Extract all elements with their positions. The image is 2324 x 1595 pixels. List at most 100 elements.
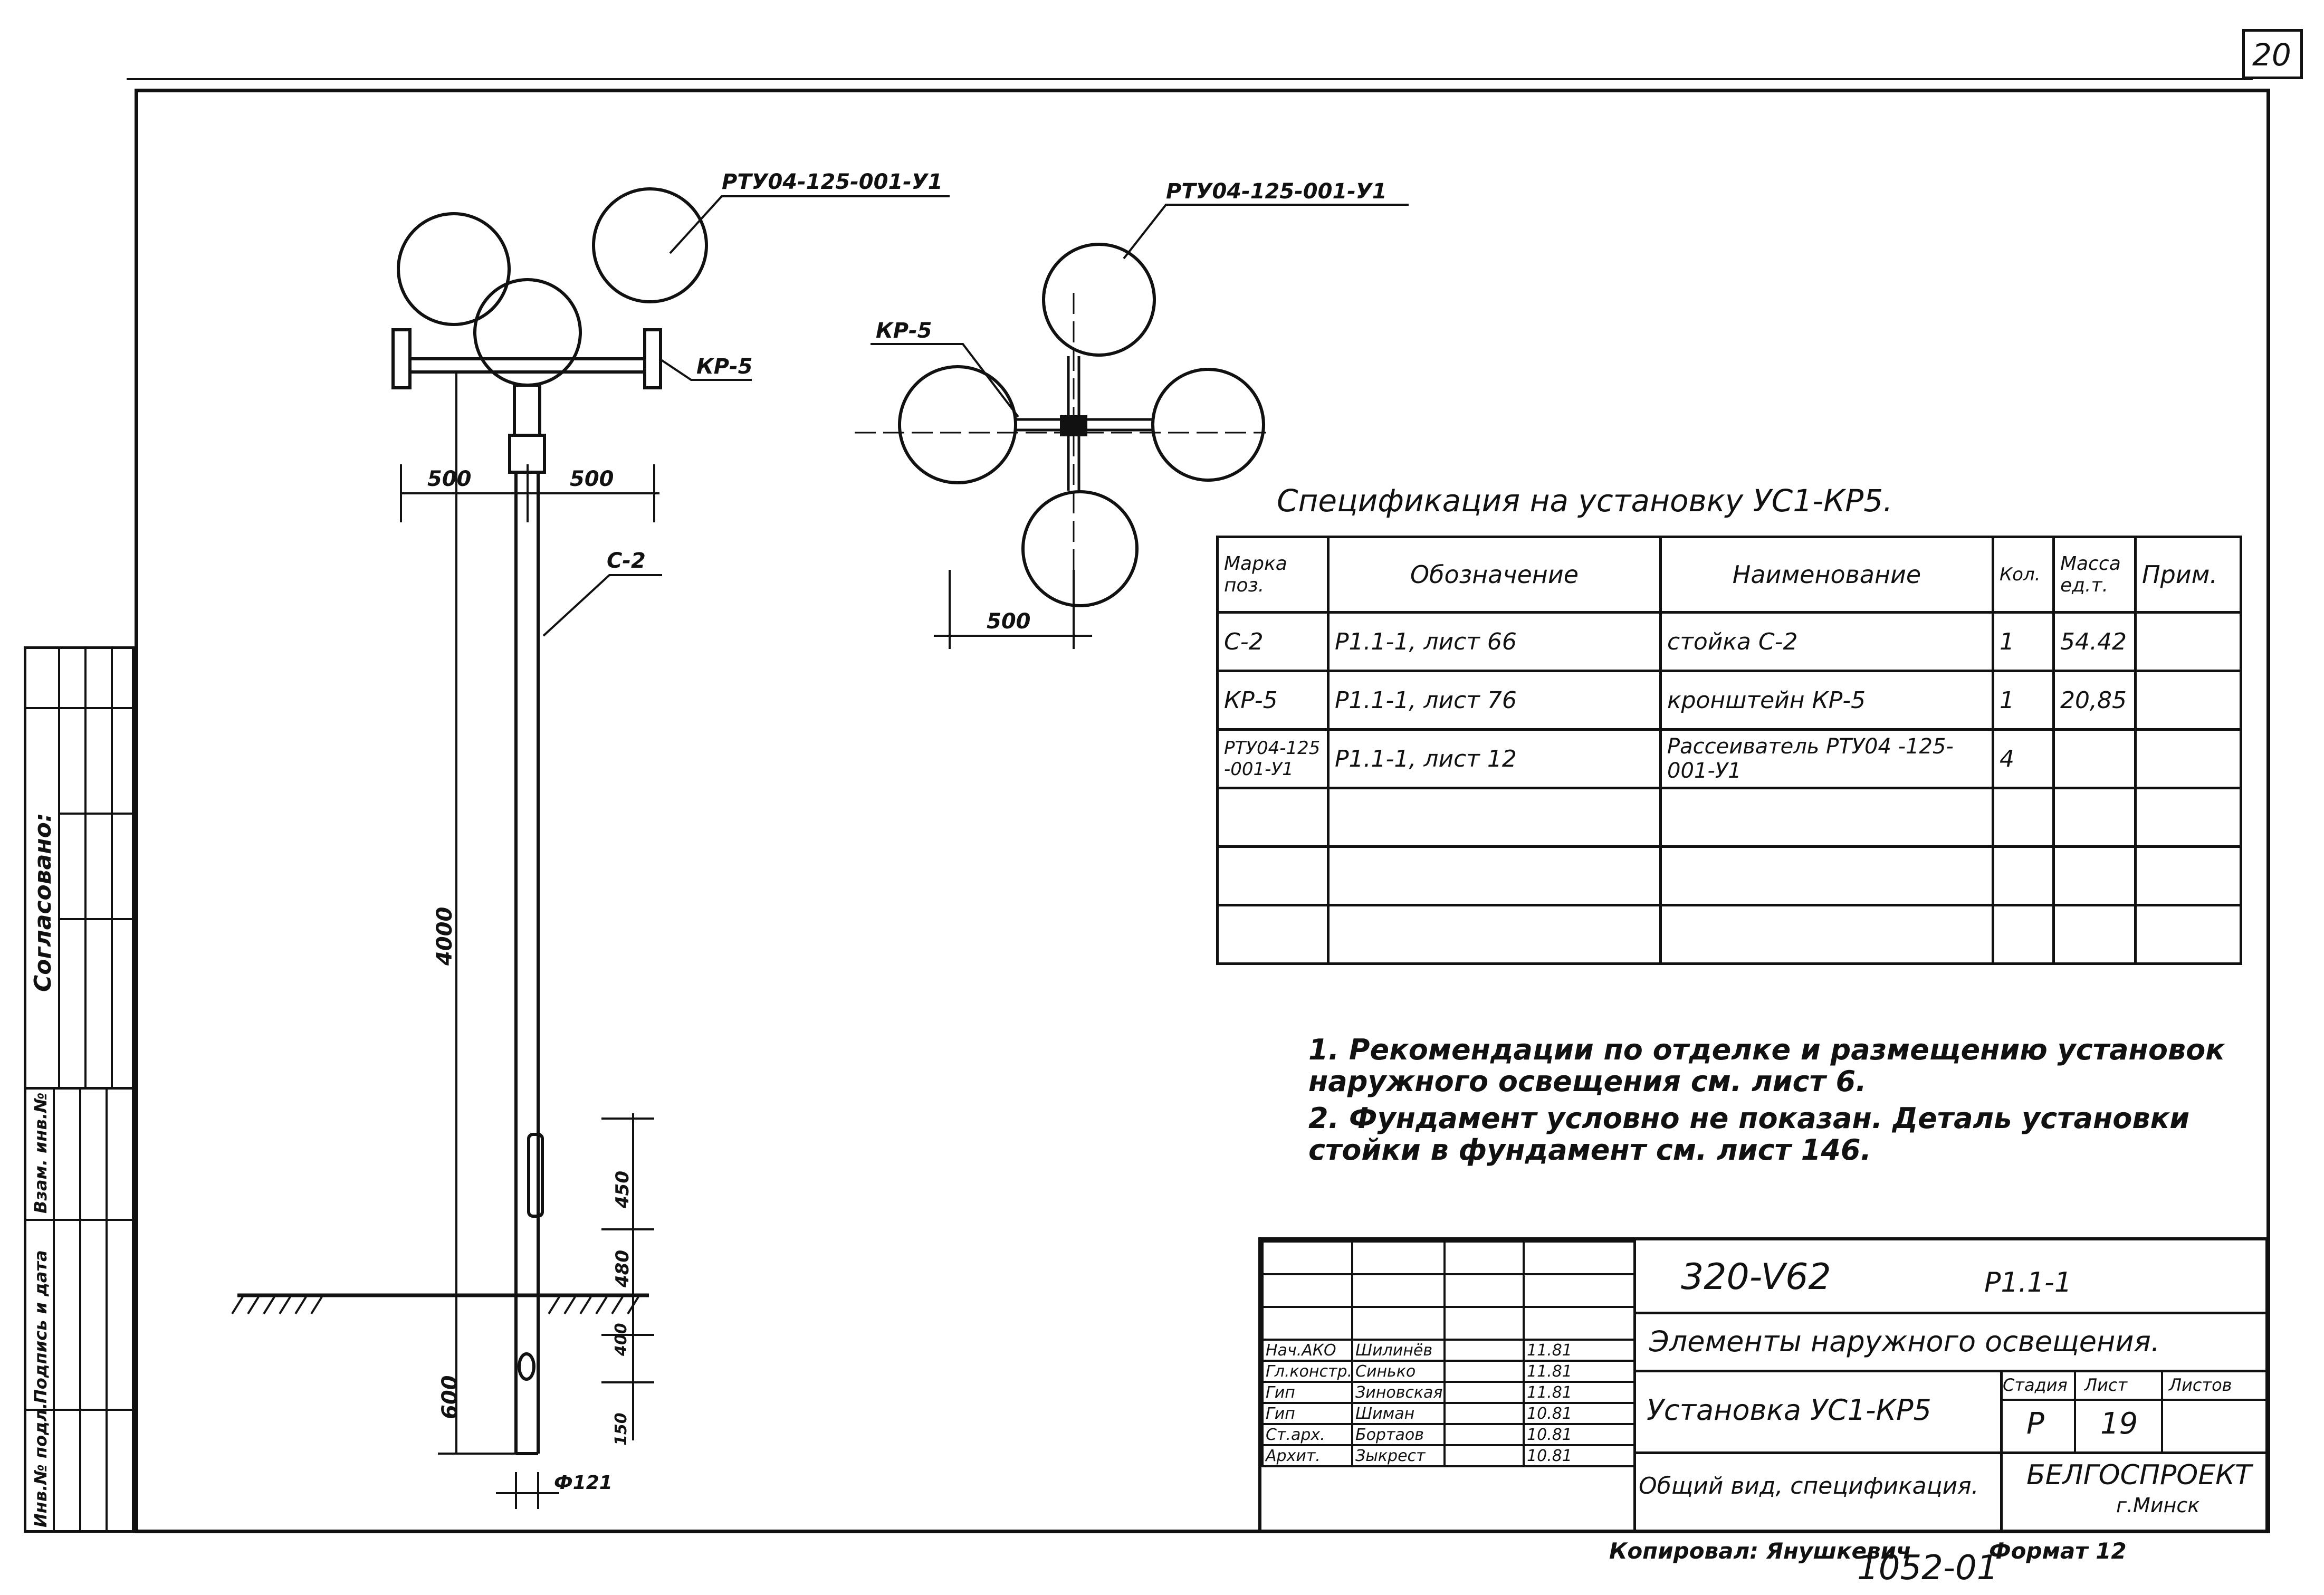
table-row: Гип Зиновская 11.81 xyxy=(1261,1381,1636,1404)
spec-cell xyxy=(2052,904,2137,965)
holder-left xyxy=(391,328,412,389)
spec-cell: 4 xyxy=(1992,728,2055,789)
table-row xyxy=(1216,787,2242,848)
spec-header-mark: Марка поз. xyxy=(1216,536,1330,614)
signature xyxy=(1443,1360,1525,1383)
spec-cell: 1 xyxy=(1992,611,2055,672)
signature xyxy=(1443,1402,1525,1425)
spec-cell xyxy=(1216,845,1330,906)
label-luminaire-plan: РТУ04-125-001-У1 xyxy=(1166,179,1387,204)
spec-cell: Р1.1-1, лист 66 xyxy=(1327,611,1662,672)
spec-cell xyxy=(1992,845,2055,906)
date: 11.81 xyxy=(1523,1360,1636,1383)
spec-cell: РТУ04-125 -001-У1 xyxy=(1216,728,1330,789)
spec-cell: 20,85 xyxy=(2052,670,2137,731)
spec-cell xyxy=(2134,728,2242,789)
table-row: КР-5 Р1.1-1, лист 76 кронштейн КР-5 1 20… xyxy=(1216,670,2242,731)
copied-by: Копировал: Янушкевич xyxy=(1609,1538,1911,1564)
spec-cell: Рассеиватель РТУ04 -125-001-У1 xyxy=(1659,728,1994,789)
role: Нач.АКО xyxy=(1261,1339,1353,1362)
plan-globe-bottom xyxy=(1021,490,1139,607)
label-bracket-side: КР-5 xyxy=(696,355,753,379)
plan-globe-left xyxy=(898,365,1017,484)
table-row: Гип Шиман 10.81 xyxy=(1261,1402,1636,1425)
spec-cell: 54.42 xyxy=(2052,611,2137,672)
role: Гип xyxy=(1261,1402,1353,1425)
spec-cell xyxy=(2052,787,2137,848)
table-row xyxy=(1216,904,2242,965)
dim-diameter: Ф121 xyxy=(554,1472,613,1494)
sheet-subtitle: Общий вид, спецификация. xyxy=(1639,1473,1979,1500)
sheet-number-box: 20 xyxy=(2242,29,2303,79)
sheet-value: 19 xyxy=(2100,1407,2138,1441)
label-post: С-2 xyxy=(607,549,646,573)
person: Синько xyxy=(1351,1360,1446,1383)
dim-400: 400 xyxy=(612,1323,630,1356)
table-row: Ст.арх. Бортаов 10.81 xyxy=(1261,1423,1636,1446)
spec-cell: С-2 xyxy=(1216,611,1330,672)
spec-cell: КР-5 xyxy=(1216,670,1330,731)
sheet-title: Установка УС1-КР5 xyxy=(1647,1393,1931,1427)
spec-header-qty: Кол. xyxy=(1992,536,2055,614)
dim-plan: 500 xyxy=(987,609,1031,634)
person: Зиновская xyxy=(1351,1381,1446,1404)
spec-cell: Р1.1-1, лист 76 xyxy=(1327,670,1662,731)
globe-right xyxy=(592,187,708,303)
dim-left: 500 xyxy=(427,467,472,491)
plan-globe-right xyxy=(1151,368,1265,482)
spec-header-name: Наименование xyxy=(1659,536,1994,614)
spec-cell xyxy=(1327,904,1662,965)
series-code: Р1.1-1 xyxy=(1984,1267,2072,1298)
spec-cell xyxy=(1992,904,2055,965)
dim-450: 450 xyxy=(612,1171,633,1208)
label-luminaire-side: РТУ04-125-001-У1 xyxy=(722,170,943,194)
spec-cell xyxy=(1327,845,1662,906)
date: 10.81 xyxy=(1523,1402,1636,1425)
title-block-signatures: Нач.АКО Шилинёв 11.81 Гл.констр. Синько … xyxy=(1261,1240,1636,1467)
spec-header-mass: Масса ед.т. xyxy=(2052,536,2137,614)
signature xyxy=(1443,1339,1525,1362)
title-block: Нач.АКО Шилинёв 11.81 Гл.констр. Синько … xyxy=(1258,1237,2269,1533)
table-row: РТУ04-125 -001-У1 Р1.1-1, лист 12 Рассеи… xyxy=(1216,728,2242,789)
spec-cell xyxy=(1659,845,1994,906)
role: Гип xyxy=(1261,1381,1353,1404)
role: Ст.арх. xyxy=(1261,1423,1353,1446)
dim-height: 4000 xyxy=(433,906,457,966)
spec-cell: Р1.1-1, лист 12 xyxy=(1327,728,1662,789)
notes: 1. Рекомендации по отделке и размещению … xyxy=(1308,1034,2237,1166)
signature xyxy=(1443,1423,1525,1446)
spec-title: Спецификация на установку УС1-КР5. xyxy=(1277,483,1893,519)
person: Бортаов xyxy=(1351,1423,1446,1446)
sheet-number: 20 xyxy=(2252,37,2291,73)
spec-cell xyxy=(2052,845,2137,906)
spec-cell xyxy=(1659,904,1994,965)
spec-header-designation: Обозначение xyxy=(1327,536,1662,614)
spec-header-note: Прим. xyxy=(2134,536,2242,614)
role: Гл.констр. xyxy=(1261,1360,1353,1383)
spec-cell xyxy=(2134,787,2242,848)
spec-cell: кронштейн КР-5 xyxy=(1659,670,1994,731)
stage-value: Р xyxy=(2026,1407,2044,1441)
stage-label: Стадия xyxy=(2003,1375,2068,1395)
holder-right xyxy=(643,328,662,389)
dim-right: 500 xyxy=(570,467,614,491)
table-row: Гл.констр. Синько 11.81 xyxy=(1261,1360,1636,1383)
format-label: Формат 12 xyxy=(1989,1538,2127,1564)
table-row xyxy=(1216,845,2242,906)
spec-cell xyxy=(2134,904,2242,965)
sheets-label: Листов xyxy=(2169,1375,2232,1395)
table-row: Нач.АКО Шилинёв 11.81 xyxy=(1261,1339,1636,1362)
spec-cell xyxy=(1216,787,1330,848)
sheet-label: Лист xyxy=(2084,1375,2128,1395)
city: г.Минск xyxy=(2116,1494,2200,1517)
note-1: 1. Рекомендации по отделке и размещению … xyxy=(1308,1033,2225,1098)
table-row: Архит. Зыкрест 10.81 xyxy=(1261,1444,1636,1467)
dim-480: 480 xyxy=(612,1250,633,1287)
label-bracket-plan: КР-5 xyxy=(876,319,932,343)
note-2: 2. Фундамент условно не показан. Деталь … xyxy=(1308,1102,2190,1167)
doc-code: 320-V62 xyxy=(1681,1256,1831,1298)
spec-cell xyxy=(2134,845,2242,906)
role: Архит. xyxy=(1261,1444,1353,1467)
spec-cell xyxy=(1327,787,1662,848)
